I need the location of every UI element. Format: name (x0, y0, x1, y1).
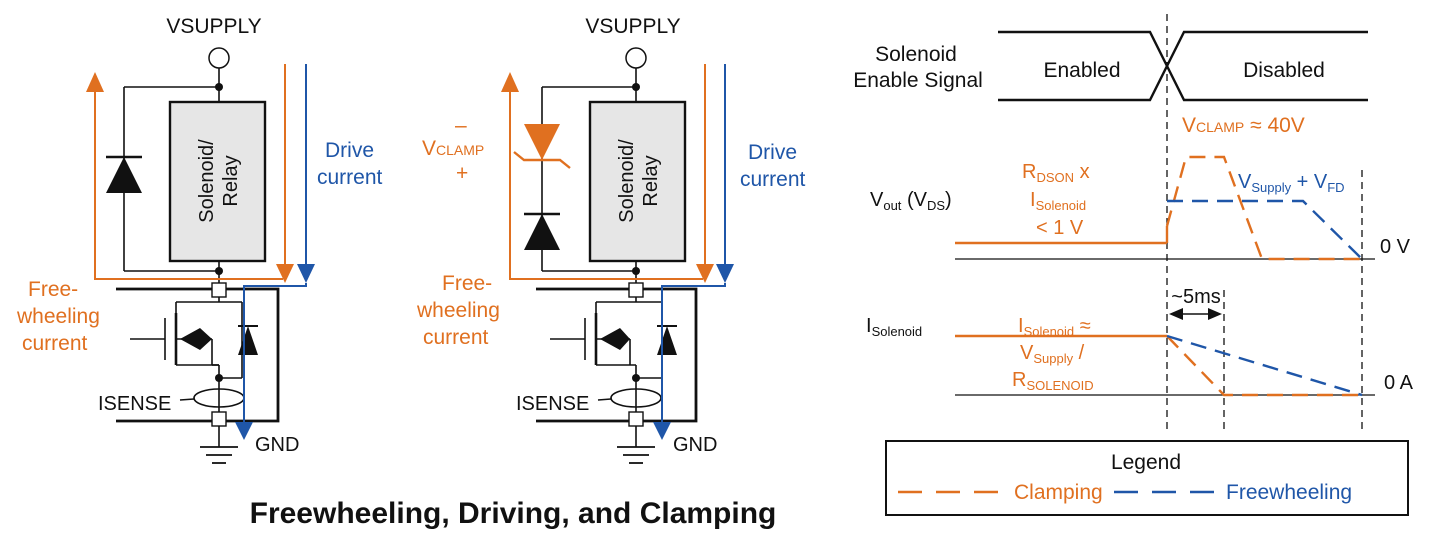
i-clamping-trace (1166, 335, 1362, 397)
mid-free-label-2: wheeling (416, 299, 500, 322)
left-free-label-1: Free- (28, 278, 78, 301)
mid-free-label-3: current (423, 326, 489, 349)
left-supply-terminal (208, 47, 230, 69)
legend-freewheel-label: Freewheeling (1226, 481, 1352, 504)
mid-solenoid-box (588, 100, 687, 263)
enable-signal-trace-b (998, 30, 1368, 102)
legend: Legend Clamping Freewheeling (885, 440, 1409, 516)
mid-out-pin (628, 282, 644, 298)
mid-vclamp-minus: – (455, 114, 467, 137)
isolenoid-small-label: ISolenoid (1030, 189, 1086, 213)
zero-a-label: 0 A (1384, 372, 1414, 394)
vsupply-vfd-label: VSupply + VFD (1238, 171, 1345, 195)
left-freewheel-path (94, 88, 283, 280)
mid-body-diode (657, 326, 677, 355)
left-body-diode (238, 326, 258, 355)
rsolenoid-label: RSOLENOID (1012, 369, 1094, 393)
mid-drive-label-2: current (740, 168, 806, 191)
mid-gnd-pin (628, 411, 644, 427)
left-solenoid-box (168, 100, 267, 263)
mid-load-label-2: Relay (640, 155, 662, 206)
left-load-label-2: Relay (220, 155, 242, 206)
left-free-label-3: current (22, 332, 88, 355)
left-gnd-pin (211, 411, 227, 427)
zero-v-label: 0 V (1380, 236, 1411, 258)
enable-signal-label-1: Solenoid (875, 43, 957, 66)
left-gnd-arrow (235, 422, 253, 440)
left-isense-label: ISENSE (98, 393, 171, 415)
mid-supply-terminal (625, 47, 647, 69)
timing-diagram: Solenoid Enable Signal Enabled Disabled … (853, 14, 1414, 430)
left-circuit: VSUPPLY Solenoid/ Relay (16, 15, 383, 464)
lt-1v-label: < 1 V (1036, 217, 1084, 239)
mid-drive-label-1: Drive (748, 141, 797, 164)
left-gnd-label: GND (255, 434, 299, 456)
mid-isense-label: ISENSE (516, 393, 589, 415)
left-out-pin (211, 282, 227, 298)
mid-gnd-arrow (653, 422, 671, 440)
mid-supply-label: VSUPPLY (585, 15, 680, 38)
left-supply-label: VSUPPLY (166, 15, 261, 38)
five-ms-label: ~5ms (1171, 286, 1220, 308)
left-freewheel-diode (106, 157, 142, 193)
mid-gnd-label: GND (673, 434, 717, 456)
mid-drive-return (661, 283, 726, 425)
isolenoid-axis-label: ISolenoid (866, 315, 922, 339)
left-drive-return (243, 283, 307, 425)
left-load-label-1: Solenoid/ (196, 139, 218, 223)
left-drive-label-1: Drive (325, 139, 374, 162)
mid-block-diode (524, 214, 560, 250)
mid-clamp-zener (524, 124, 560, 160)
mid-vclamp-label: VCLAMP (422, 137, 484, 160)
left-freewheel-arrow (86, 72, 104, 92)
rdson-label: RDSON x (1022, 161, 1090, 185)
middle-circuit: VSUPPLY Solenoid/ Relay – VCLAMP + (416, 15, 806, 464)
vout-freewheel-trace (1167, 199, 1363, 260)
vclamp-40v-label: VCLAMP ≈ 40V (1182, 114, 1305, 137)
legend-title: Legend (1111, 451, 1181, 474)
mid-drive-arrow (716, 264, 734, 283)
vsupply-div-label: VSupply / (1020, 342, 1085, 366)
mid-ic-boundary (536, 287, 698, 423)
left-ic-boundary (116, 287, 280, 423)
vout-axis-label: Vout (VDS) (870, 189, 952, 213)
mid-load-label-1: Solenoid/ (616, 139, 638, 223)
left-drive-label-2: current (317, 166, 383, 189)
figure-title: Freewheeling, Driving, and Clamping (250, 497, 777, 530)
mid-vclamp-plus: + (456, 162, 468, 185)
mid-freewheel-arrow (501, 72, 519, 92)
legend-box (885, 440, 1409, 516)
enable-signal-label-2: Enable Signal (853, 69, 983, 92)
i-freewheel-trace (1166, 334, 1363, 397)
mid-free-label-1: Free- (442, 272, 492, 295)
left-drive-arrow (297, 264, 315, 283)
disabled-label: Disabled (1243, 59, 1325, 82)
mid-freewheel-path (509, 88, 703, 280)
enabled-label: Enabled (1043, 59, 1120, 82)
legend-clamping-label: Clamping (1014, 481, 1103, 504)
left-free-label-2: wheeling (16, 305, 100, 328)
vout-clamping-trace (1165, 155, 1362, 261)
